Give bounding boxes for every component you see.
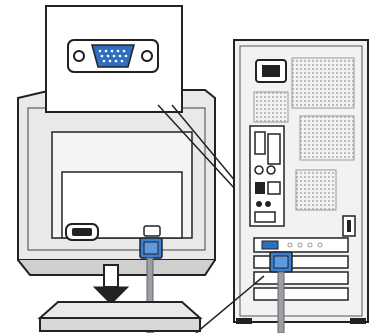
vent-grill (300, 116, 354, 160)
onboard-vga-port-icon (255, 212, 275, 222)
ps2-port-icon (255, 166, 263, 174)
expansion-slot-cover (254, 256, 348, 268)
expansion-slot-cover (254, 272, 348, 284)
audio-port-icon (256, 201, 262, 207)
tower-power-connector-icon (256, 60, 286, 82)
network-port-icon (268, 182, 280, 194)
tower-foot (236, 318, 252, 324)
serial-port-icon (255, 132, 265, 154)
monitor-stand (40, 302, 200, 331)
expansion-slot-cover (254, 288, 348, 300)
audio-port-icon (265, 201, 271, 207)
tower-cable (278, 272, 284, 333)
parallel-port-icon (268, 134, 280, 164)
vga-port-icon (68, 40, 158, 72)
io-panel (250, 126, 284, 226)
computer-tower (196, 40, 368, 333)
vga-cable-connector-tower (270, 252, 292, 272)
monitor-vga-port-icon (144, 226, 160, 236)
usb-port-icon (255, 182, 265, 194)
vent-grill (292, 58, 354, 108)
side-latch-icon (343, 216, 355, 236)
vent-grill (296, 170, 336, 210)
power-connector-icon (66, 224, 98, 240)
video-card-vga-port-icon (262, 241, 278, 249)
vga-cable-connector-monitor (140, 238, 162, 258)
vent-grill (254, 92, 288, 122)
tower-foot (350, 318, 366, 324)
ps2-port-icon (267, 166, 275, 174)
